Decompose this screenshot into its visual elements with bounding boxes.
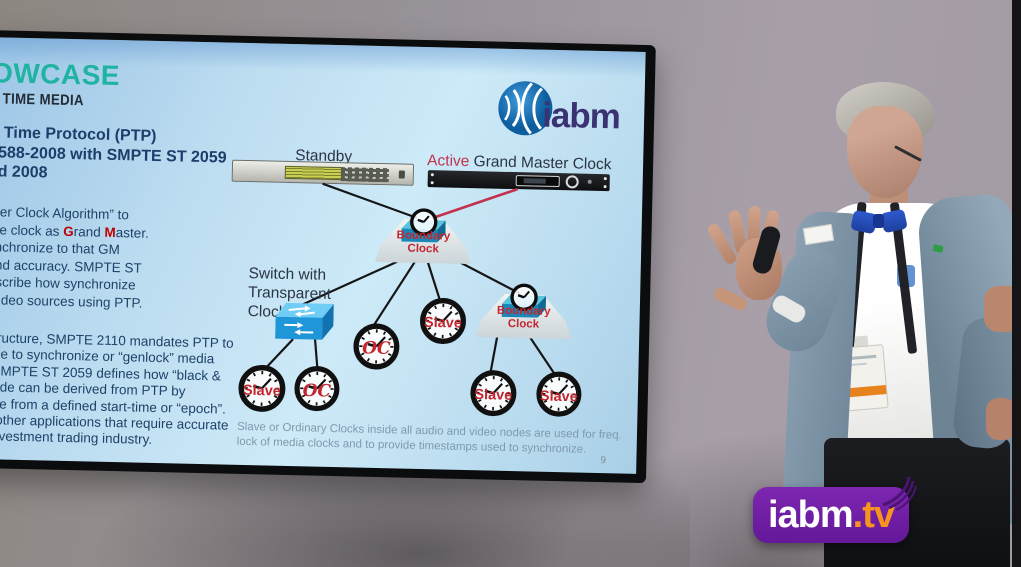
iabm-tv-wordmark: iabm.tv (767, 494, 895, 536)
swirl-decoration-icon (882, 476, 917, 511)
clock-oc-mid: OC (352, 322, 400, 375)
clock-icon (510, 283, 538, 312)
iabm-globe-icon (498, 81, 553, 136)
slide: OWCASE L TIME MEDIA n Time Protocol (PTP… (0, 36, 646, 474)
clock-slave-bottom-right-1: Slave (469, 369, 517, 422)
iabm-tv-logo: iabm.tv (753, 476, 917, 543)
clock-icon (410, 208, 438, 236)
clock-slave-mid: Slave (419, 297, 467, 350)
boundary-clock-node-right: Boundary Clock (475, 283, 572, 339)
clock-slave-bottom-left: Slave (237, 364, 286, 418)
presenter-left-hand-lower (986, 398, 1016, 440)
transparent-switch-icon (275, 302, 334, 340)
clock-oc-bottom-left: OC (293, 365, 340, 417)
right-edge-strip (1012, 0, 1021, 567)
boundary-clock-node-top: Boundary Clock (375, 208, 472, 264)
bow-tie-knot (873, 214, 884, 228)
iabm-part: iabm (767, 494, 854, 536)
iabm-logo: iabm (496, 79, 629, 144)
connector-lines (263, 182, 557, 376)
presenter-face (847, 106, 923, 198)
tv-screen: OWCASE L TIME MEDIA n Time Protocol (PTP… (0, 30, 656, 484)
clock-slave-bottom-right-2: Slave (535, 371, 582, 423)
